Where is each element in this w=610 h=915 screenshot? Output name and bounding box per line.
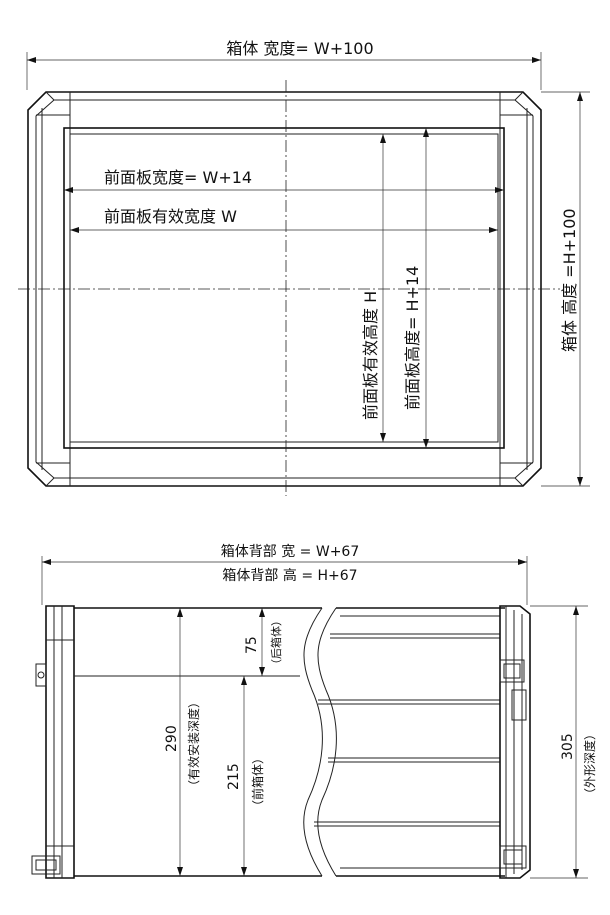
effective-depth-value: 290: [164, 725, 180, 752]
front-panel-effective-area: [69, 133, 499, 443]
rear-cover: [499, 605, 531, 879]
side-view: 箱体背部 宽 = W+67 箱体背部 高 = H+67: [31, 543, 597, 879]
overall-depth-label: （外形深度）: [582, 728, 597, 800]
cabinet-width-label: 箱体 宽度= W+100: [226, 39, 373, 58]
front-depth-label: （前箱体）: [250, 752, 265, 812]
front-panel-width-label: 前面板宽度= W+14: [104, 168, 252, 187]
front-panel-height-label: 前面板高度= H+14: [403, 266, 422, 410]
effective-width-label: 前面板有效宽度 W: [104, 207, 237, 226]
rear-latch: [499, 659, 525, 683]
bottom-foot: [31, 855, 61, 875]
overall-depth-value: 305: [560, 733, 576, 760]
cabinet-height-label: 箱体 高度 =H+100: [560, 208, 579, 352]
back-height-label: 箱体背部 高 = H+67: [222, 567, 357, 584]
heat-sink-fins: [314, 633, 500, 827]
effective-height-label: 前面板有效高度 H: [361, 291, 380, 420]
front-depth-value: 215: [226, 763, 242, 790]
effective-depth-label: （有效安装深度）: [186, 696, 201, 792]
break-line: [303, 607, 323, 877]
front-view: 箱体 宽度= W+100 前面板宽度= W+14 前面板有效宽度 W: [18, 39, 590, 496]
front-panel-outline: [63, 127, 505, 449]
back-width-label: 箱体背部 宽 = W+67: [221, 543, 359, 560]
rear-depth-label: （后箱体）: [269, 615, 283, 670]
front-flange: [45, 605, 75, 879]
rear-depth-value: 75: [244, 636, 260, 654]
